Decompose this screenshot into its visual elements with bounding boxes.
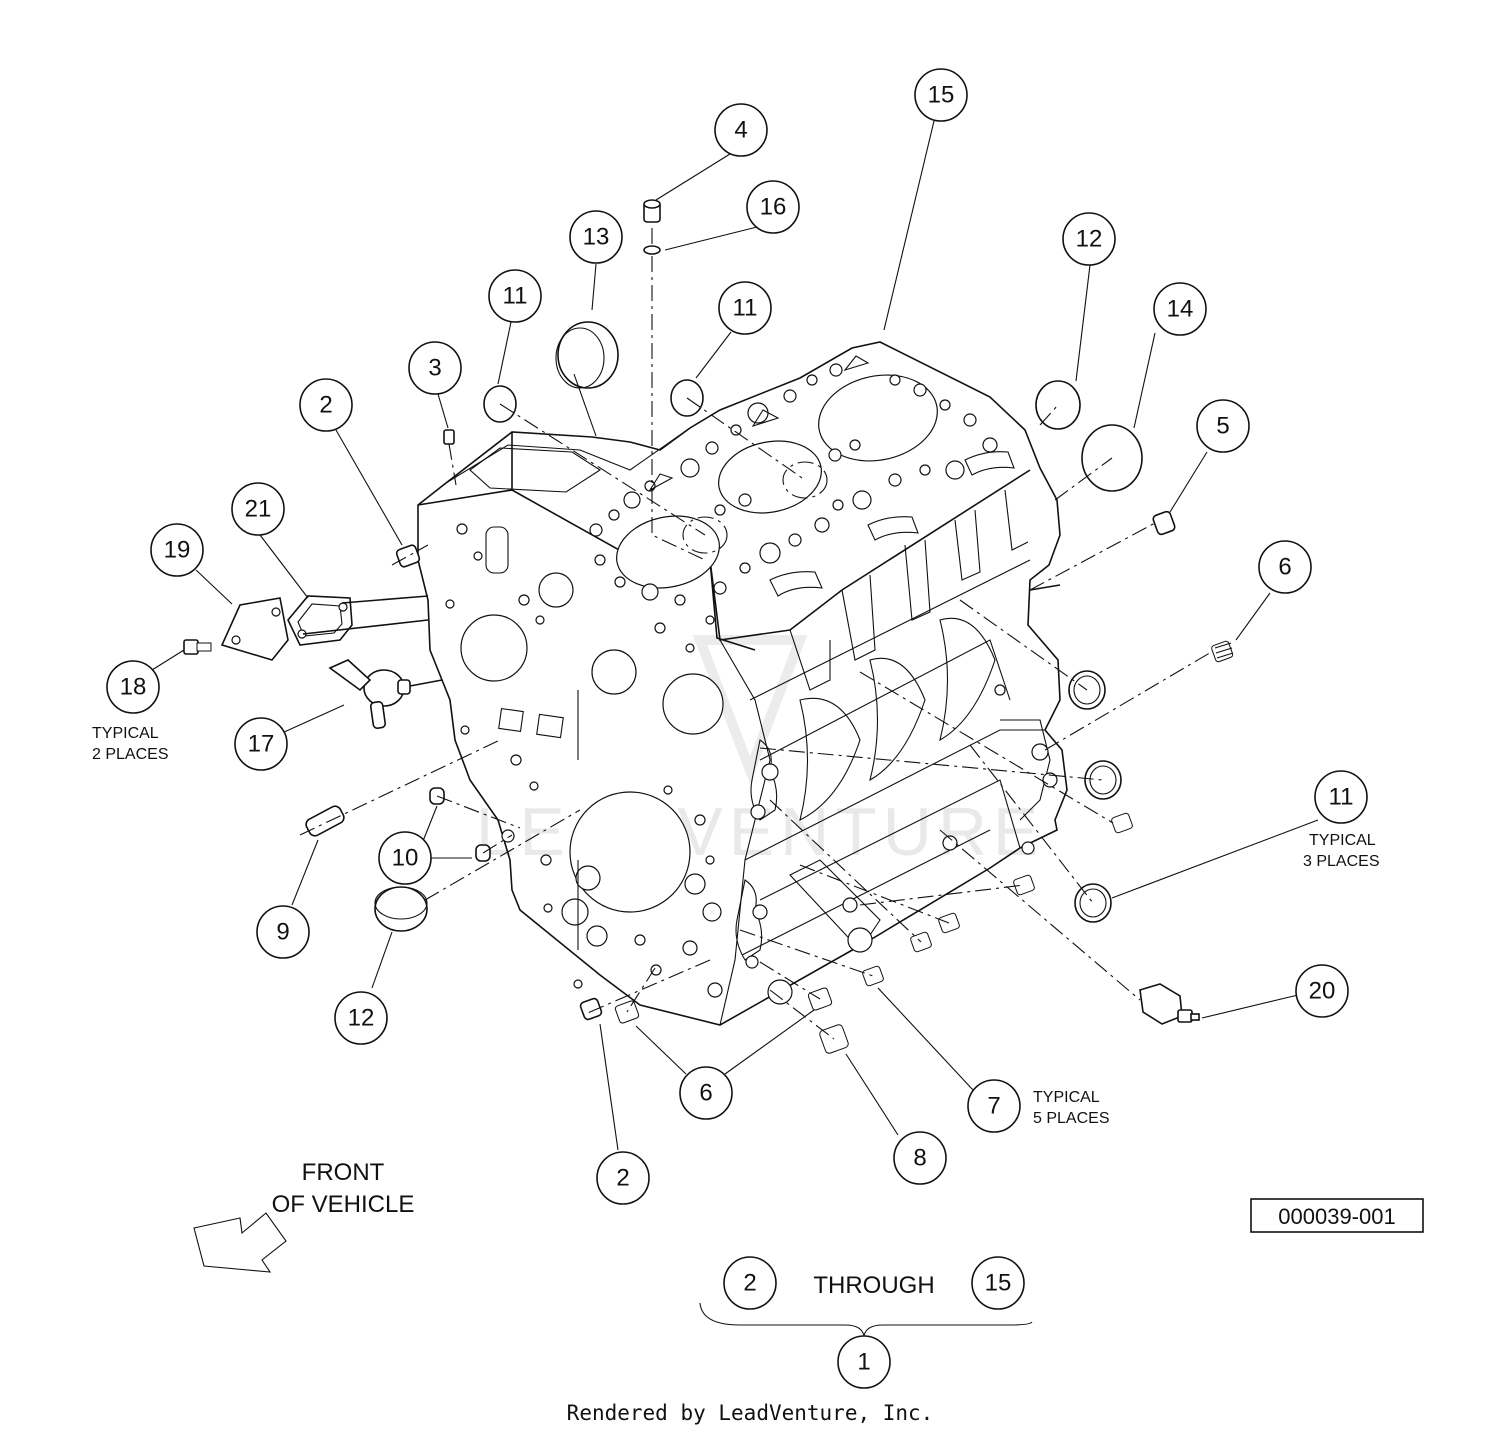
note-typical-3-places-line1: TYPICAL (1309, 832, 1376, 849)
callout-10: 10 (378, 831, 432, 885)
part-oil-pressure-switch-20 (1139, 983, 1200, 1025)
callout-2-lower: 2 (596, 1151, 650, 1205)
svg-text:10: 10 (392, 845, 419, 872)
svg-text:1: 1 (857, 1349, 870, 1376)
note-typical-3-places-line2: 3 PLACES (1303, 853, 1379, 870)
part-dowel-5 (1152, 510, 1176, 536)
note-typical-2-places-line1: TYPICAL (92, 725, 159, 742)
svg-text:17: 17 (248, 731, 275, 758)
callout-16: 16 (746, 180, 800, 234)
cylinder-deck (589, 355, 1015, 625)
cylinder-bore-3 (818, 374, 938, 462)
note-typical-2-places-line2: 2 PLACES (92, 746, 168, 763)
part-drain-cock-17 (328, 659, 411, 729)
part-tube-9 (305, 805, 345, 837)
svg-text:16: 16 (760, 194, 787, 221)
svg-text:5: 5 (1216, 413, 1229, 440)
svg-text:6: 6 (699, 1080, 712, 1107)
svg-text:4: 4 (734, 117, 747, 144)
svg-text:7: 7 (987, 1093, 1000, 1120)
note-typical-5-places-line2: 5 PLACES (1033, 1110, 1109, 1127)
callout-18: 18 (106, 660, 160, 714)
cylinder-bore-1 (616, 515, 720, 589)
callout-17: 17 (234, 717, 288, 771)
svg-text:11: 11 (503, 283, 528, 310)
callout-2-top: 2 (299, 378, 353, 432)
range-bracket (699, 1302, 1033, 1337)
svg-text:14: 14 (1167, 296, 1194, 323)
exploded-parts (183, 199, 1234, 1054)
callout-2-range: 2 (723, 1256, 777, 1310)
callout-11-right: 11 (1314, 770, 1368, 824)
block-outline (417, 341, 1068, 1026)
callout-11-top-mid: 11 (718, 281, 772, 335)
callout-8: 8 (893, 1131, 947, 1185)
callout-13: 13 (569, 210, 623, 264)
callouts: 15 4 16 13 12 14 11 11 3 2 5 21 19 6 18 … (106, 68, 1368, 1389)
credit-text: Rendered by LeadVenture, Inc. (567, 1401, 934, 1425)
front-face-details (445, 523, 724, 998)
part-pin-3 (443, 429, 455, 445)
callout-6-right: 6 (1258, 540, 1312, 594)
callout-15-top: 15 (914, 68, 968, 122)
callout-7: 7 (967, 1079, 1021, 1133)
svg-text:9: 9 (276, 919, 289, 946)
part-o-ring-16 (643, 245, 661, 255)
svg-text:13: 13 (583, 224, 610, 251)
part-plug-12-lower (374, 886, 428, 932)
front-of-vehicle-line2: OF VEHICLE (272, 1191, 415, 1218)
engine-block (417, 341, 1068, 1026)
svg-text:2: 2 (616, 1165, 629, 1192)
svg-text:21: 21 (245, 496, 272, 523)
svg-text:12: 12 (348, 1005, 375, 1032)
callout-4: 4 (714, 103, 768, 157)
svg-text:11: 11 (733, 295, 758, 322)
front-arrow-icon (193, 1212, 287, 1273)
svg-text:19: 19 (164, 537, 191, 564)
front-of-vehicle-line1: FRONT (302, 1159, 385, 1186)
part-bolt-18 (183, 639, 212, 655)
svg-text:11: 11 (1329, 784, 1354, 811)
callout-15-range: 15 (971, 1256, 1025, 1310)
callout-9: 9 (256, 905, 310, 959)
callout-11-top-left: 11 (488, 269, 542, 323)
part-plug-4 (643, 199, 661, 223)
cylinder-bore-2 (718, 440, 822, 514)
svg-text:6: 6 (1278, 554, 1291, 581)
callout-12-top: 12 (1062, 212, 1116, 266)
callout-12-lower: 12 (334, 991, 388, 1045)
callout-19: 19 (150, 523, 204, 577)
callout-6-lower: 6 (679, 1066, 733, 1120)
callout-leaders (151, 120, 1319, 1151)
through-label: THROUGH (813, 1272, 934, 1299)
callout-20: 20 (1295, 964, 1349, 1018)
callout-3: 3 (408, 341, 462, 395)
svg-text:18: 18 (120, 674, 147, 701)
part-dowel-2-top (395, 544, 421, 568)
figure-id-box: 000039-001 (1250, 1198, 1424, 1233)
svg-text:15: 15 (985, 1270, 1012, 1297)
svg-text:15: 15 (928, 82, 955, 109)
figure-id: 000039-001 (1278, 1204, 1395, 1229)
svg-text:2: 2 (743, 1270, 756, 1297)
part-threaded-plug-6-right (1211, 640, 1234, 663)
svg-text:3: 3 (428, 355, 441, 382)
callout-21: 21 (231, 482, 285, 536)
notes: TYPICAL 2 PLACES TYPICAL 3 PLACES TYPICA… (92, 725, 1379, 1299)
callout-5: 5 (1196, 399, 1250, 453)
part-large-plug-13 (555, 321, 619, 389)
svg-text:8: 8 (913, 1145, 926, 1172)
svg-text:20: 20 (1309, 978, 1336, 1005)
assembly-center-lines (299, 228, 1214, 1040)
callout-14: 14 (1153, 282, 1207, 336)
part-dowel-2-lower (579, 997, 603, 1021)
svg-text:2: 2 (319, 392, 332, 419)
svg-text:12: 12 (1076, 226, 1103, 253)
callout-1: 1 (837, 1335, 891, 1389)
leadventure-watermark: LEADVENTURE (476, 635, 1038, 870)
side-face-details (735, 684, 1058, 1005)
note-typical-5-places-line1: TYPICAL (1033, 1089, 1100, 1106)
part-cover-plate-19 (220, 597, 289, 661)
